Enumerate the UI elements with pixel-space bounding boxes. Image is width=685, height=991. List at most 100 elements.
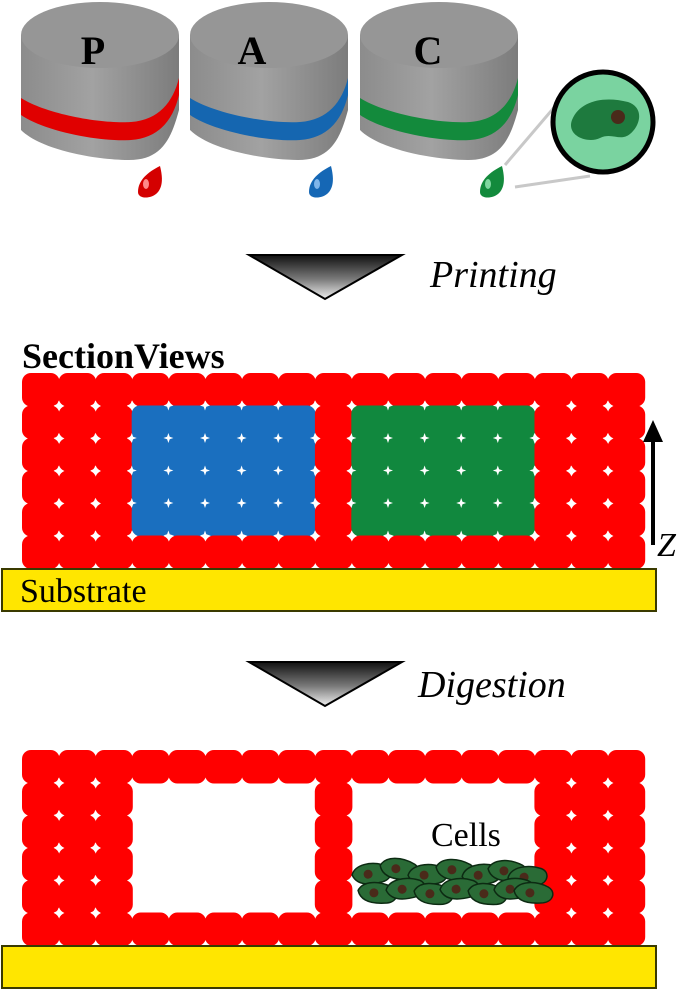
sacrificial-strand bbox=[388, 373, 426, 407]
printing-arrow bbox=[245, 254, 406, 301]
z-axis-arrow bbox=[643, 420, 663, 545]
gap-marker bbox=[602, 433, 613, 443]
sacrificial-strand bbox=[95, 405, 133, 439]
nucleus-icon bbox=[611, 110, 625, 124]
gap-marker bbox=[383, 465, 393, 476]
sacrificial-strand bbox=[22, 880, 60, 914]
sacrificial-strand bbox=[461, 750, 499, 784]
gap-marker bbox=[53, 498, 64, 508]
sacrificial-strand bbox=[314, 847, 353, 881]
gap-marker bbox=[602, 498, 613, 508]
gap-marker bbox=[602, 842, 613, 853]
sacrificial-strand bbox=[278, 373, 316, 407]
gap-marker bbox=[163, 465, 174, 476]
gap-marker bbox=[309, 465, 320, 476]
gap-marker bbox=[419, 465, 430, 476]
nucleus bbox=[479, 889, 489, 899]
sacrificial-strand bbox=[205, 912, 243, 946]
sacrificial-strand bbox=[22, 373, 60, 407]
sacrificial-strand bbox=[351, 912, 389, 946]
gap-marker bbox=[53, 777, 64, 788]
sacrificial-strand bbox=[571, 405, 609, 439]
sacrificial-strand bbox=[571, 880, 609, 914]
cell-bioink-region bbox=[351, 405, 535, 536]
gap-marker bbox=[602, 810, 613, 820]
gap-marker bbox=[200, 530, 210, 541]
gap-marker bbox=[383, 498, 393, 508]
sacrificial-strand bbox=[314, 880, 353, 914]
sacrificial-strand bbox=[607, 782, 646, 816]
sacrificial-strand bbox=[95, 782, 133, 816]
nucleus bbox=[505, 884, 515, 894]
gap-marker bbox=[566, 433, 576, 443]
sacrificial-strand bbox=[534, 373, 572, 407]
sacrificial-strand bbox=[241, 535, 280, 569]
gap-marker bbox=[53, 842, 64, 853]
sacrificial-strand bbox=[571, 847, 609, 881]
sacrificial-strand bbox=[571, 373, 609, 407]
gap-marker bbox=[566, 530, 576, 541]
gap-marker bbox=[53, 810, 64, 820]
gap-marker bbox=[90, 777, 101, 788]
cell-zoom-callout bbox=[503, 69, 656, 189]
sacrificial-strand bbox=[95, 815, 133, 849]
gap-marker bbox=[309, 400, 320, 411]
gap-marker bbox=[200, 400, 210, 411]
sacrificial-strand bbox=[131, 373, 170, 407]
sacrificial-strand bbox=[571, 503, 609, 537]
sacrificial-strand bbox=[131, 912, 170, 946]
sacrificial-strand bbox=[607, 405, 646, 439]
nucleus bbox=[369, 888, 379, 898]
sacrificial-strand bbox=[58, 405, 97, 439]
sacrificial-strand bbox=[571, 750, 609, 784]
gap-marker bbox=[273, 465, 284, 476]
sacrificial-strand bbox=[95, 750, 133, 784]
gap-marker bbox=[602, 777, 613, 788]
sacrificial-strand bbox=[388, 750, 426, 784]
sacrificial-strand bbox=[241, 373, 280, 407]
section-views-title: SectionViews bbox=[22, 336, 225, 376]
sacrificial-strand bbox=[314, 503, 353, 537]
printing-label: Printing bbox=[429, 254, 557, 296]
sacrificial-strand bbox=[314, 470, 353, 504]
sacrificial-strand bbox=[241, 912, 280, 946]
sacrificial-strand bbox=[534, 503, 572, 537]
sacrificial-strand bbox=[58, 815, 97, 849]
nucleus bbox=[525, 888, 535, 898]
gap-marker bbox=[126, 400, 137, 411]
sacrificial-strand bbox=[58, 847, 97, 881]
gap-marker bbox=[419, 498, 430, 508]
sacrificial-strand bbox=[22, 847, 60, 881]
gap-marker bbox=[126, 433, 137, 443]
nucleus bbox=[473, 870, 483, 880]
sacrificial-strand bbox=[607, 470, 646, 504]
gap-marker bbox=[53, 907, 64, 918]
sacrificial-strand bbox=[58, 880, 97, 914]
cell-icon bbox=[570, 99, 640, 140]
gap-marker bbox=[492, 530, 503, 541]
sacrificial-strand bbox=[314, 815, 353, 849]
gap-marker bbox=[529, 433, 540, 443]
gap-marker bbox=[163, 433, 174, 443]
sacrificial-strand bbox=[22, 503, 60, 537]
gap-marker bbox=[273, 433, 284, 443]
sacrificial-strand bbox=[388, 912, 426, 946]
sacrificial-strand bbox=[58, 782, 97, 816]
nozzle-p: P bbox=[21, 2, 179, 160]
gap-marker bbox=[346, 400, 357, 411]
sacrificial-strand bbox=[534, 750, 572, 784]
gap-marker bbox=[53, 433, 64, 443]
gap-marker bbox=[346, 465, 357, 476]
sacrificial-strand bbox=[22, 470, 60, 504]
sacrificial-strand bbox=[131, 535, 170, 569]
sacrificial-strand bbox=[571, 815, 609, 849]
sacrificial-strand bbox=[571, 470, 609, 504]
nucleus bbox=[447, 865, 457, 875]
gap-marker bbox=[566, 810, 576, 820]
sacrificial-strand bbox=[607, 750, 646, 784]
gap-marker bbox=[126, 465, 137, 476]
sacrificial-strand bbox=[534, 438, 572, 472]
sacrificial-strand bbox=[241, 750, 280, 784]
gap-marker bbox=[383, 530, 393, 541]
sacrificial-strand bbox=[607, 815, 646, 849]
